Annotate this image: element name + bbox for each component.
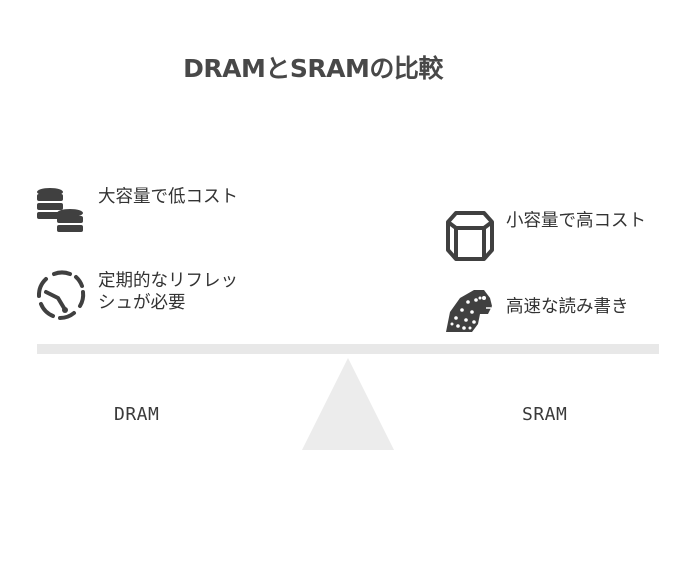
dram-feature-refresh: 定期的なリフレッシュが必要 [36, 270, 246, 322]
cheetah-icon [446, 290, 492, 332]
sram-feature-label-2: 高速な読み書き [506, 297, 629, 317]
refresh-cycle-icon [37, 270, 86, 321]
page-title: DRAMとSRAMの比較 [183, 54, 443, 83]
dram-label: DRAM [114, 404, 160, 425]
sram-label: SRAM [522, 404, 568, 425]
database-coins-icon [37, 188, 83, 232]
hexagonal-prism-icon [446, 211, 494, 261]
dram-feature-label-1: 大容量で低コスト [98, 187, 238, 207]
fulcrum-triangle [302, 358, 394, 450]
dram-feature-label-2: 定期的なリフレッシュが必要 [98, 271, 238, 313]
sram-feature-capacity: 小容量で高コスト [444, 210, 654, 262]
balance-beam [37, 344, 659, 354]
sram-feature-speed: 高速な読み書き [444, 284, 654, 336]
sram-feature-label-1: 小容量で高コスト [506, 211, 646, 231]
dram-feature-capacity: 大容量で低コスト [36, 186, 246, 238]
